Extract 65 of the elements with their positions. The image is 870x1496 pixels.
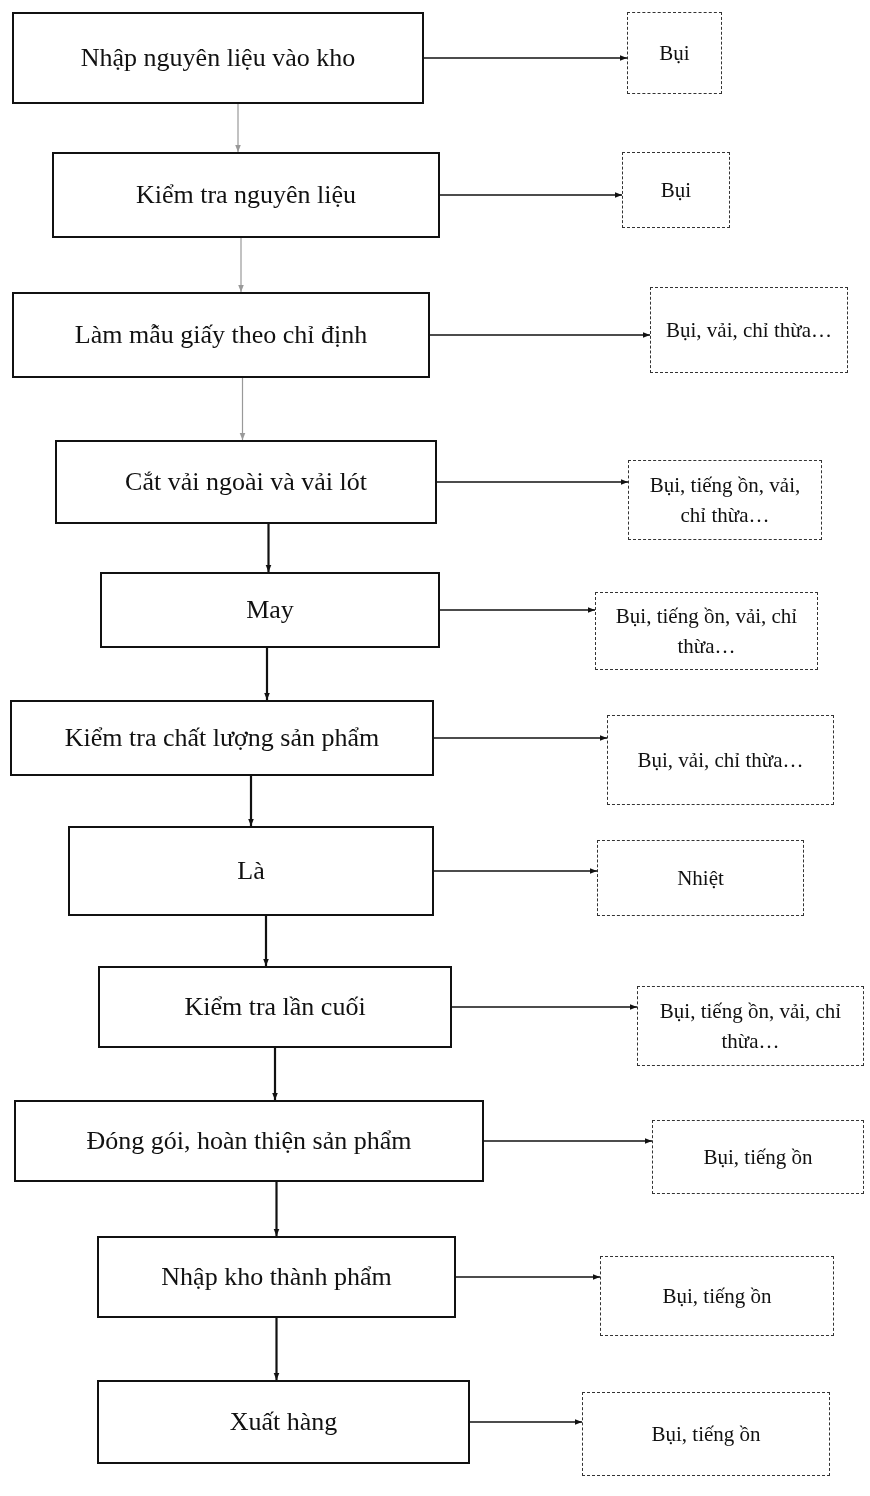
output-box — [597, 840, 804, 916]
arrow — [273, 1182, 280, 1236]
arrow — [433, 735, 608, 741]
arrow — [238, 237, 244, 293]
process-label: Kiểm tra chất lượng sản phẩm — [64, 722, 380, 755]
process-label: Cắt vải ngoài và vải lót — [125, 466, 367, 499]
output-box — [622, 152, 730, 228]
arrow — [264, 648, 270, 700]
arrow — [455, 1274, 601, 1280]
output-box — [637, 986, 864, 1066]
output-label: Bụi, tiếng ồn, vải, chỉ thừa… — [614, 602, 799, 660]
output-label: Bụi, vải, chỉ thừa… — [666, 316, 832, 344]
arrow — [469, 1419, 583, 1425]
arrow — [451, 1004, 638, 1010]
process-box — [100, 572, 440, 648]
output-box — [607, 715, 834, 805]
output-label: Bụi — [660, 176, 692, 204]
arrow — [423, 55, 628, 61]
output-box — [600, 1256, 834, 1336]
output-label: Bụi, tiếng ồn — [651, 1420, 761, 1448]
process-label: Nhập kho thành phẩm — [161, 1261, 392, 1294]
output-label: Bụi, tiếng ồn, vải, chỉ thừa… — [648, 471, 802, 529]
process-label: Xuất hàng — [229, 1406, 338, 1439]
arrow — [239, 377, 246, 441]
arrow — [439, 607, 596, 613]
arrow — [429, 332, 651, 338]
process-box — [98, 966, 452, 1048]
output-box — [628, 460, 822, 540]
output-label: Bụi, vải, chỉ thừa… — [637, 746, 804, 774]
output-label: Bụi, tiếng ồn, vải, chỉ thừa… — [658, 997, 843, 1055]
arrow — [436, 479, 629, 485]
arrow — [272, 1048, 278, 1100]
arrow — [265, 524, 272, 572]
process-label: Làm mẫu giấy theo chỉ định — [74, 319, 368, 352]
process-box — [55, 440, 437, 524]
output-box — [652, 1120, 864, 1194]
process-box — [12, 12, 424, 104]
output-box — [595, 592, 818, 670]
process-label: Đóng gói, hoàn thiện sản phẩm — [86, 1125, 412, 1158]
process-box — [97, 1236, 456, 1318]
process-box — [97, 1380, 470, 1464]
arrow — [248, 776, 254, 826]
output-box — [627, 12, 722, 94]
output-label: Bụi, tiếng ồn — [662, 1282, 772, 1310]
process-box — [14, 1100, 484, 1182]
process-box — [10, 700, 434, 776]
process-box — [52, 152, 440, 238]
output-label: Nhiệt — [677, 864, 724, 892]
output-label: Bụi, tiếng ồn — [703, 1143, 813, 1171]
process-label: Kiểm tra lần cuối — [184, 991, 366, 1024]
process-box — [68, 826, 434, 916]
arrow — [263, 916, 269, 966]
arrow — [235, 103, 241, 153]
process-label: Kiểm tra nguyên liệu — [135, 179, 357, 212]
process-label: May — [246, 594, 294, 627]
process-label: Nhập nguyên liệu vào kho — [80, 42, 356, 75]
process-box — [12, 292, 430, 378]
output-box — [582, 1392, 830, 1476]
arrow — [433, 868, 598, 874]
arrow — [483, 1138, 653, 1144]
arrow — [273, 1318, 280, 1380]
output-box — [650, 287, 848, 373]
process-label: Là — [237, 855, 265, 888]
output-label: Bụi — [659, 39, 690, 67]
arrow — [439, 192, 623, 198]
